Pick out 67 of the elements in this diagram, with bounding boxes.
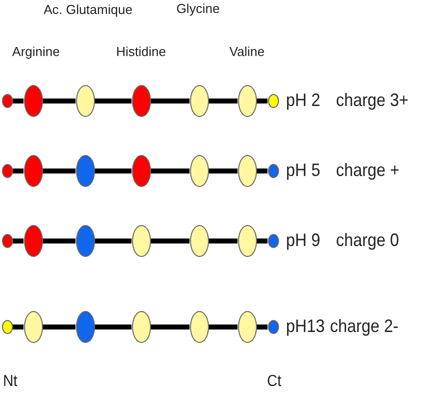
residue-circle — [238, 225, 256, 257]
residue-name: Histidine — [116, 44, 166, 59]
chain-bond — [42, 168, 76, 174]
residue-circle — [238, 311, 256, 343]
terminal-circle — [2, 320, 12, 334]
chain-bond — [208, 168, 238, 174]
chain-bond — [256, 238, 268, 244]
chain-bond — [42, 324, 76, 330]
residue-circle — [76, 155, 94, 187]
residue-name: Valine — [229, 44, 265, 59]
residue-circle — [76, 225, 94, 257]
chain-bond — [94, 238, 132, 244]
terminus-label: Ct — [267, 373, 282, 391]
ph-value: pH 5 — [286, 160, 320, 181]
residue-circle — [190, 85, 208, 117]
residue-name: Arginine — [12, 44, 60, 59]
residue-circle — [132, 85, 150, 117]
ph-value: pH13 — [286, 316, 325, 337]
ph-value: pH 2 — [286, 90, 320, 111]
terminal-circle — [2, 164, 12, 178]
terminal-circle — [268, 164, 278, 178]
residue-circle — [132, 155, 150, 187]
charge-value: charge 3+ — [336, 90, 408, 111]
residue-circle — [132, 311, 150, 343]
chain-bond — [150, 168, 190, 174]
chain-bond — [42, 98, 76, 104]
terminal-circle — [2, 234, 12, 248]
residue-circle — [238, 85, 256, 117]
residue-circle — [190, 311, 208, 343]
ph-value: pH 9 — [286, 230, 320, 251]
chain-bond — [94, 98, 132, 104]
chain-bond — [12, 168, 24, 174]
residue-circle — [190, 155, 208, 187]
terminal-circle — [268, 320, 278, 334]
residue-circle — [24, 225, 42, 257]
terminus-label: Nt — [3, 373, 18, 391]
chain-bond — [12, 98, 24, 104]
chain-bond — [256, 324, 268, 330]
chain-bond — [256, 168, 268, 174]
charge-value: charge + — [336, 160, 400, 181]
residue-name: Ac. Glutamique — [44, 2, 132, 17]
chain-bond — [42, 238, 76, 244]
chain-bond — [208, 324, 238, 330]
chain-bond — [94, 324, 132, 330]
residue-circle — [132, 225, 150, 257]
chain-bond — [150, 324, 190, 330]
charge-value: charge 0 — [336, 230, 400, 251]
terminal-circle — [2, 94, 12, 108]
chain-bond — [12, 238, 24, 244]
residue-circle — [190, 225, 208, 257]
chain-bond — [150, 238, 190, 244]
charge-value: charge 2- — [330, 316, 398, 337]
residue-circle — [24, 311, 42, 343]
chain-bond — [12, 324, 24, 330]
chain-bond — [256, 98, 268, 104]
residue-circle — [76, 85, 94, 117]
residue-circle — [24, 155, 42, 187]
chain-bond — [208, 98, 238, 104]
residue-name: Glycine — [176, 1, 220, 16]
chain-bond — [94, 168, 132, 174]
residue-circle — [238, 155, 256, 187]
residue-circle — [24, 85, 42, 117]
chain-bond — [208, 238, 238, 244]
chain-bond — [150, 98, 190, 104]
residue-circle — [76, 311, 94, 343]
terminal-circle — [268, 234, 278, 248]
terminal-circle — [268, 94, 278, 108]
